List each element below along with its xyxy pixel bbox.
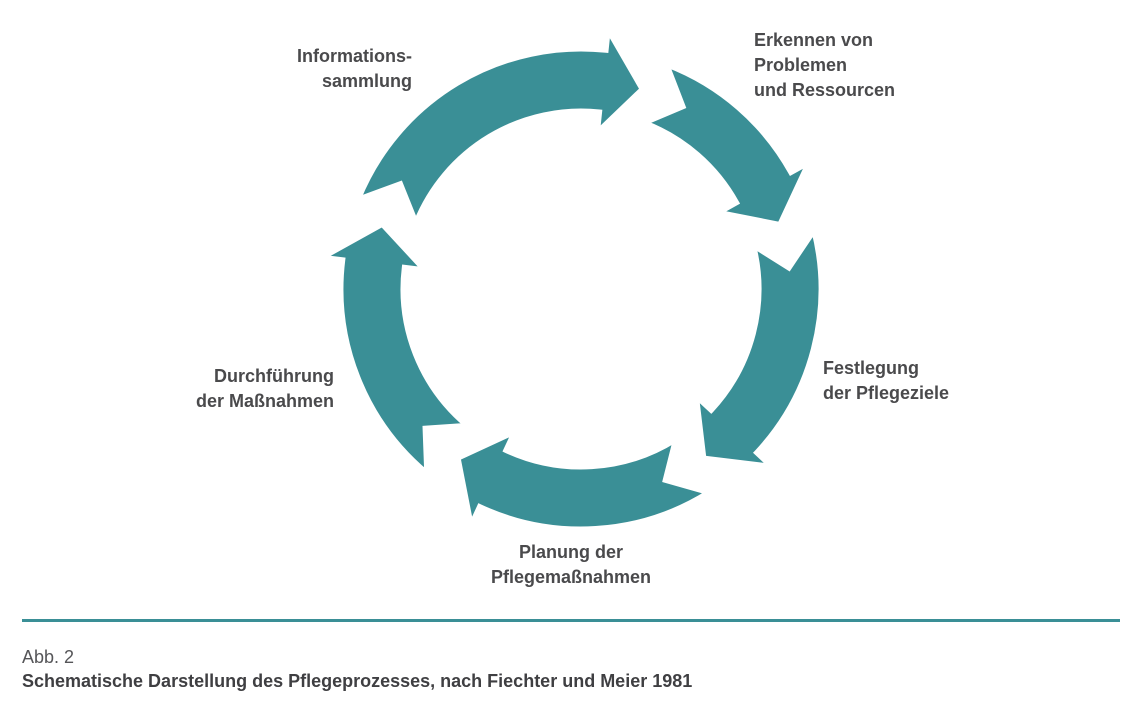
step-label-line: Informations- bbox=[297, 46, 412, 66]
caption-divider bbox=[22, 619, 1120, 622]
step-label-line: Pflegemaßnahmen bbox=[490, 567, 652, 587]
step-label-erkennen: Erkennen von Problemen und Ressourcen bbox=[754, 28, 1014, 103]
figure-caption: Schematische Darstellung des Pflegeproze… bbox=[22, 671, 693, 691]
step-label-line: der Maßnahmen bbox=[195, 391, 334, 411]
cycle-arrow-durchfuehrung bbox=[315, 221, 473, 479]
step-label-line: sammlung bbox=[321, 71, 412, 91]
step-label-durchfuehrung: Durchführung der Maßnahmen bbox=[100, 364, 334, 414]
figure-number: Abb. 2 bbox=[22, 647, 75, 667]
step-label-line: Festlegung bbox=[823, 358, 920, 378]
step-label-planung: Planung der Pflegemaßnahmen bbox=[457, 540, 685, 590]
cycle-arrow-erkennen bbox=[638, 60, 814, 228]
process-cycle-diagram bbox=[315, 22, 824, 533]
cycle-arrow-informationssammlung bbox=[354, 22, 646, 230]
step-label-informationssammlung: Informations- sammlung bbox=[180, 44, 412, 94]
step-label-line: der Pflegeziele bbox=[823, 383, 950, 403]
step-label-line: und Ressourcen bbox=[754, 80, 896, 100]
step-label-festlegung: Festlegung der Pflegeziele bbox=[823, 356, 1083, 406]
cycle-arrow-planung bbox=[455, 427, 715, 533]
step-label-line: Problemen bbox=[754, 55, 848, 75]
step-label-line: Durchführung bbox=[214, 366, 334, 386]
step-label-line: Planung der bbox=[518, 542, 623, 562]
step-label-line: Erkennen von bbox=[754, 30, 874, 50]
cycle-arrow-festlegung bbox=[693, 224, 824, 470]
